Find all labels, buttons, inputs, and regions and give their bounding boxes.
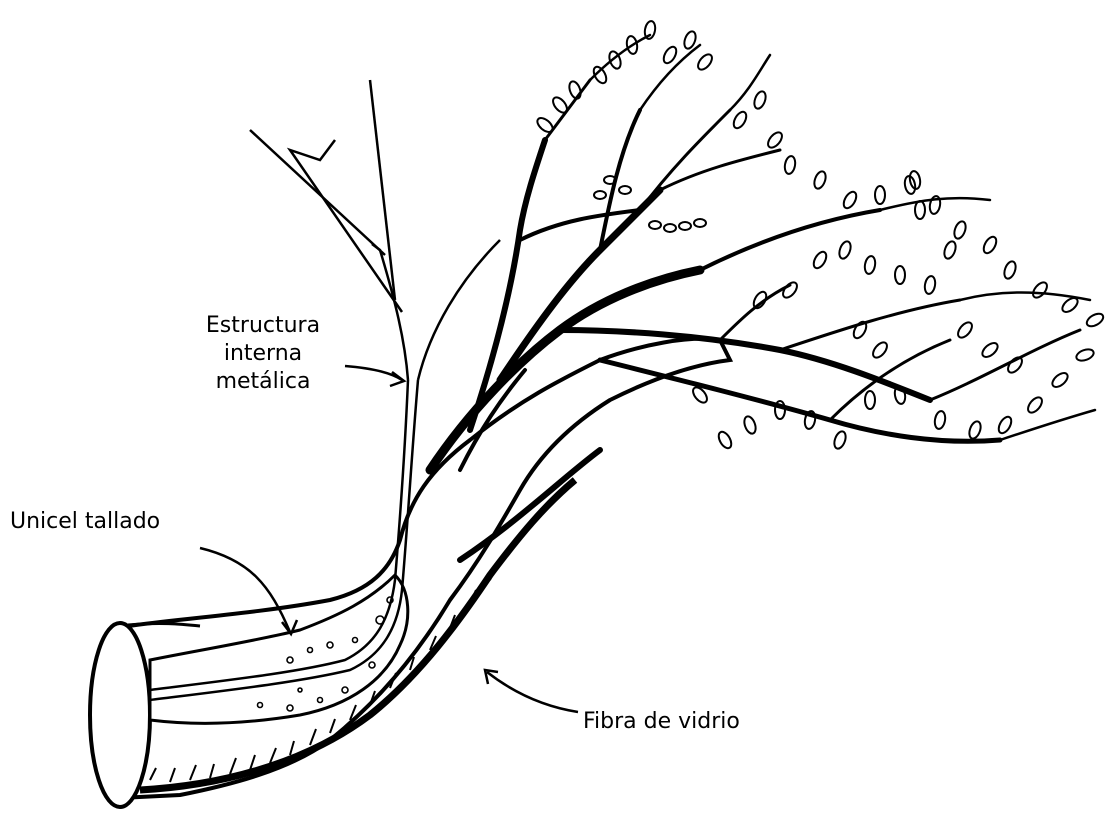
label-fibra-de-vidrio: Fibra de vidrio	[583, 708, 740, 736]
label-estructura-line2: interna	[178, 340, 348, 368]
arrow-fibra	[487, 672, 578, 712]
label-estructura-line3: metálica	[178, 368, 348, 396]
label-estructura-line1: Estructura	[178, 312, 348, 340]
label-unicel-tallado: Unicel tallado	[10, 508, 160, 536]
branches	[430, 35, 1095, 560]
label-estructura-interna-metalica: Estructura interna metálica	[178, 312, 348, 396]
